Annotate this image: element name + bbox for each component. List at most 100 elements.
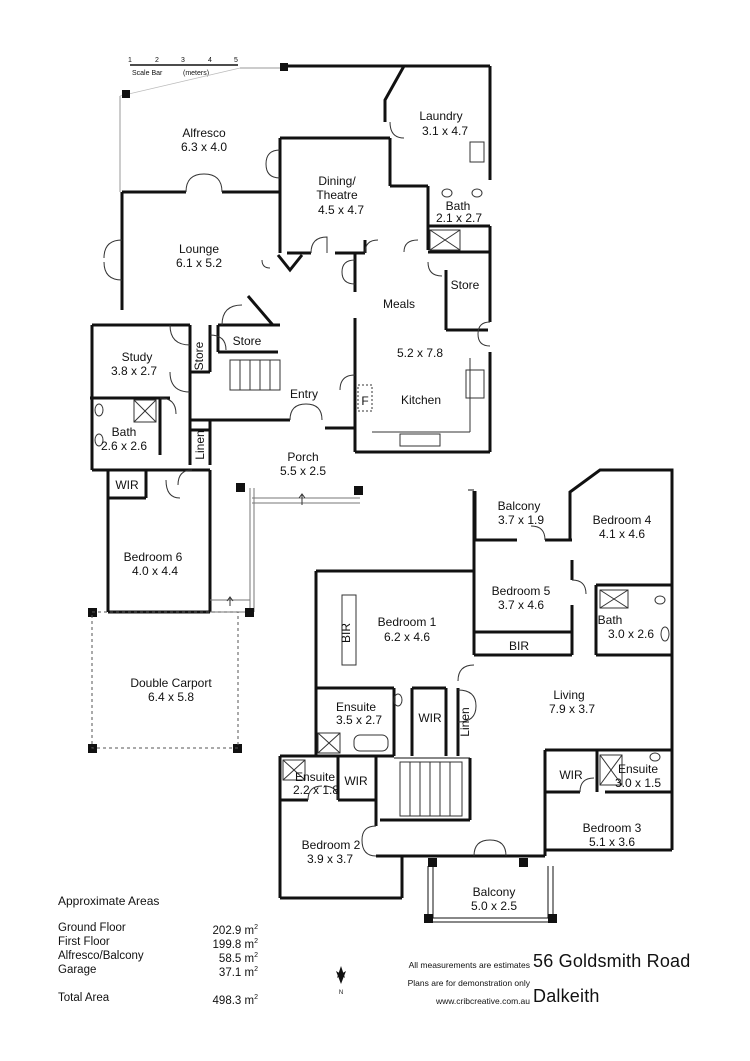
bedroom5-name: Bedroom 5 [492,584,551,598]
store-vert-name: Store [192,341,206,370]
area-row: First Floor 199.8 m2 [58,935,258,951]
living-name: Living [553,688,584,702]
store-right-name: Store [451,278,480,292]
dining-dims: 4.5 x 4.7 [318,203,364,217]
balcony-upper-name: Balcony [498,499,541,513]
bath-left-name: Bath [112,425,137,439]
laundry-dims: 3.1 x 4.7 [422,124,468,138]
carport-outline [91,611,239,749]
linen-first-name: Linen [458,707,472,736]
kitchen-dims: 5.2 x 7.8 [397,346,443,360]
wir-b2-name: WIR [344,774,368,788]
ground-floor-walls [90,64,492,614]
balcony-lower-name: Balcony [473,885,516,899]
area-row: Ground Floor 202.9 m2 [58,921,258,937]
scale-tick-2: 2 [155,57,159,64]
balcony-upper-dims: 3.7 x 1.9 [498,513,544,527]
carport-name: Double Carport [130,676,212,690]
ensuite1-dims: 3.5 x 2.7 [336,713,382,727]
porch-dims: 5.5 x 2.5 [280,464,326,478]
wir-b3-name: WIR [559,768,583,782]
bedroom2-name: Bedroom 2 [302,838,361,852]
scale-tick-4: 4 [208,57,212,64]
alfresco-name: Alfresco [182,126,226,140]
areas-table: Approximate Areas Ground Floor 202.9 m2 … [58,894,258,1007]
bath-left-dims: 2.6 x 2.6 [101,439,147,453]
bath-upper-name: Bath [446,199,471,213]
bedroom3-dims: 5.1 x 3.6 [589,835,635,849]
area-total-value: 498.3 m [212,994,255,1007]
bedroom6-dims: 4.0 x 4.4 [132,564,178,578]
bedroom3-name: Bedroom 3 [583,821,642,835]
areas-heading: Approximate Areas [58,894,160,908]
address-street: 56 Goldsmith Road [533,951,691,971]
study-name: Study [122,350,153,364]
ensuite2-name: Ensuite [295,770,335,784]
area-unit-exp: 2 [254,924,258,931]
linen-ground-name: Linen [193,430,207,459]
bir-b1-name: BIR [339,623,353,643]
note-demonstration: Plans are for demonstration only [407,978,530,988]
bath-upper-dims: 2.1 x 2.7 [436,211,482,225]
wir-ground-name: WIR [115,478,139,492]
ensuite3-dims: 3.0 x 1.5 [615,776,661,790]
wir-b1-name: WIR [418,711,442,725]
scale-tick-5: 5 [234,57,238,64]
area-label: First Floor [58,936,110,948]
ensuite1-name: Ensuite [336,700,376,714]
area-value: 58.5 m [218,952,255,965]
bath-first-name: Bath [598,613,623,627]
area-label: Ground Floor [58,922,126,934]
area-value: 202.9 m [212,924,255,937]
laundry-name: Laundry [419,109,462,123]
first-floor-walls [278,468,674,923]
meals-name: Meals [383,297,415,311]
scale-bar: 1 2 3 4 5 Scale Bar (meters) [128,57,238,77]
bir-b5-name: BIR [509,639,529,653]
area-value: 199.8 m [212,938,255,951]
note-website: www.cribcreative.com.au [435,996,530,1006]
bedroom2-dims: 3.9 x 3.7 [307,852,353,866]
alfresco-dims: 6.3 x 4.0 [181,140,227,154]
area-value: 37.1 m [218,966,255,979]
study-dims: 3.8 x 2.7 [111,364,157,378]
scale-bar-label: Scale Bar [132,70,163,77]
balcony-lower-dims: 5.0 x 2.5 [471,899,517,913]
area-unit-exp: 2 [254,994,258,1001]
bedroom6-name: Bedroom 6 [124,550,183,564]
disclaimer-notes: All measurements are estimates Plans are… [384,956,530,1010]
note-estimates: All measurements are estimates [408,960,530,970]
bath-first-dims: 3.0 x 2.6 [608,627,654,641]
carport-dims: 6.4 x 5.8 [148,690,194,704]
entry-name: Entry [290,387,318,401]
north-label: N [339,990,343,996]
area-row: Garage 37.1 m2 [58,963,258,979]
bedroom5-dims: 3.7 x 4.6 [498,598,544,612]
scale-tick-3: 3 [181,57,185,64]
first-floor-fixtures [282,525,670,857]
area-unit-exp: 2 [254,938,258,945]
ensuite3-name: Ensuite [618,762,658,776]
area-row: Alfresco/Balcony 58.5 m2 [58,949,258,965]
store-mid-name: Store [233,334,262,348]
living-dims: 7.9 x 3.7 [549,702,595,716]
bedroom1-dims: 6.2 x 4.6 [384,630,430,644]
area-total-row: Total Area 498.3 m2 [58,991,258,1007]
lounge-name: Lounge [179,242,219,256]
bedroom4-dims: 4.1 x 4.6 [599,527,645,541]
scale-bar-unit: (meters) [183,70,209,77]
kitchen-fridge: F [361,394,368,408]
porch-name: Porch [287,450,318,464]
area-unit-exp: 2 [254,952,258,959]
room-labels: Alfresco 6.3 x 4.0 Dining/ Theatre 4.5 x… [101,109,661,913]
ensuite2-dims: 2.2 x 1.8 [293,783,339,797]
lounge-dims: 6.1 x 5.2 [176,256,222,270]
dining-name-1: Dining/ [318,174,356,188]
address-suburb: Dalkeith [533,986,600,1006]
kitchen-name: Kitchen [401,393,441,407]
bedroom1-name: Bedroom 1 [378,615,437,629]
bedroom4-name: Bedroom 4 [593,513,652,527]
area-unit-exp: 2 [254,966,258,973]
fixtures [94,121,491,606]
